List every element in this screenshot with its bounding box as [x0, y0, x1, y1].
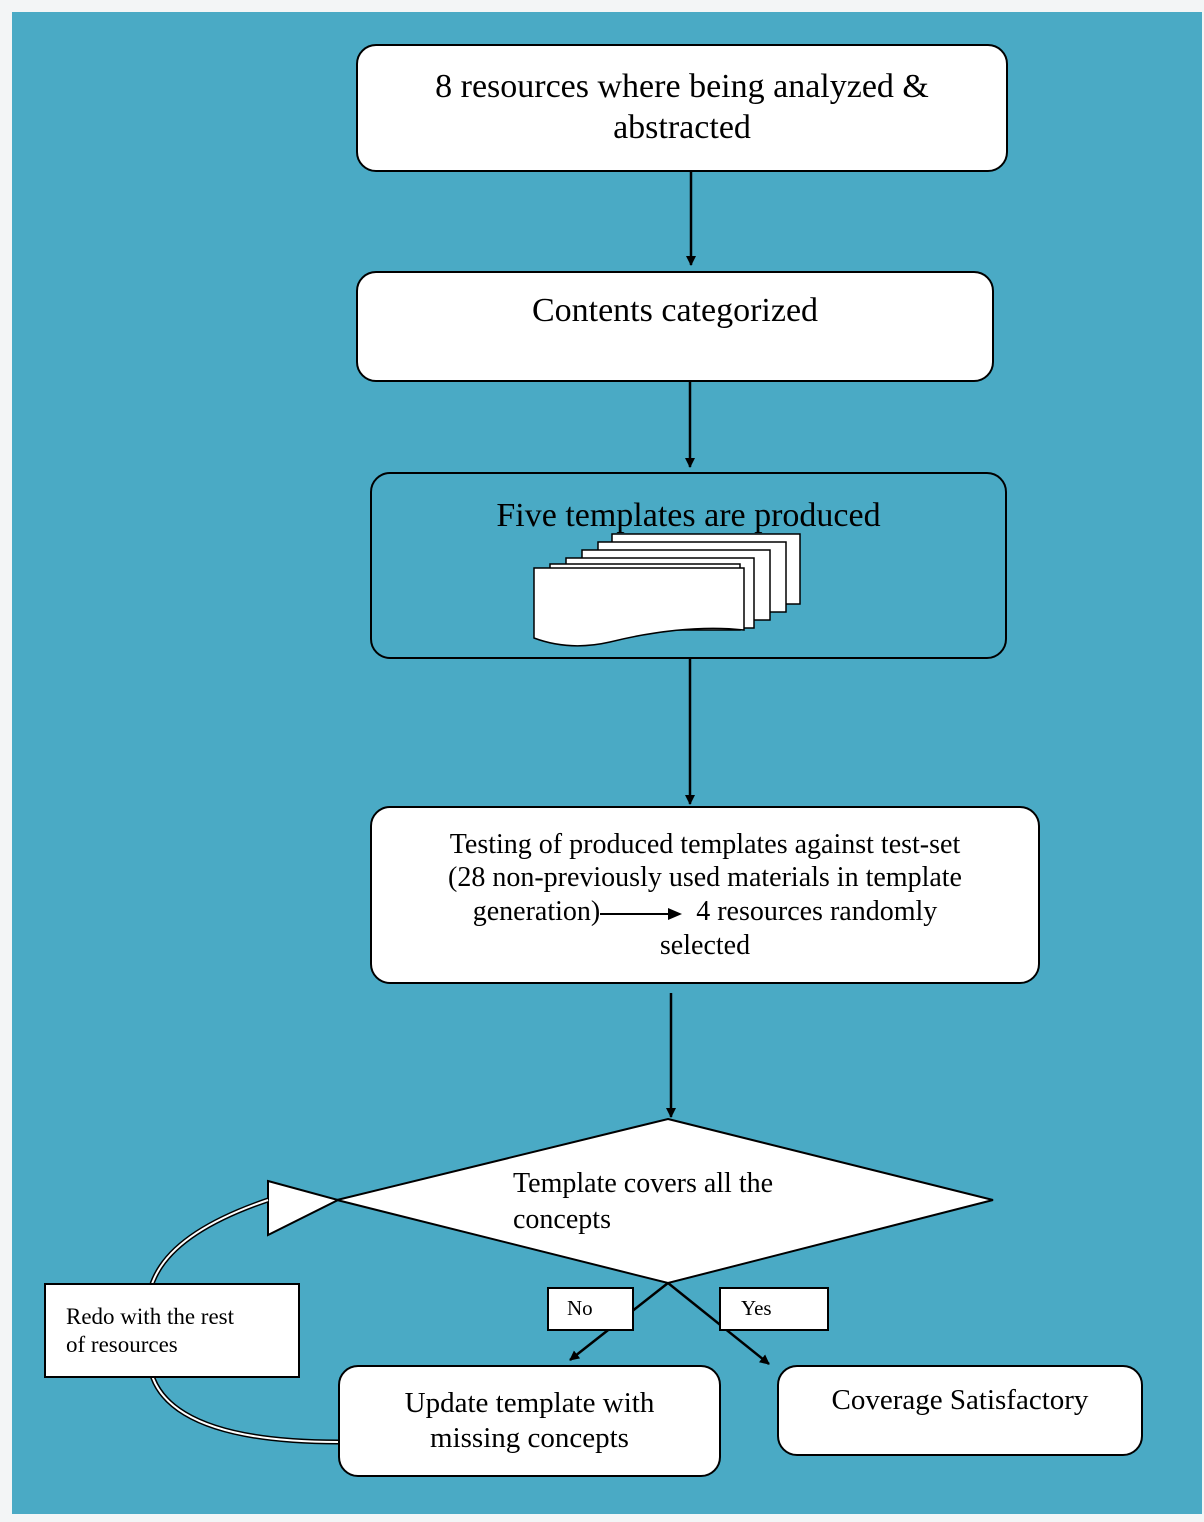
branch-yes-text: Yes	[741, 1296, 772, 1321]
step-categorize-box: Contents categorized	[356, 271, 994, 382]
loop-note-line1: Redo with the rest	[66, 1303, 234, 1329]
step-testing-box: Testing of produced templates against te…	[370, 806, 1040, 984]
arrow-decision-yes	[667, 1282, 770, 1365]
loop-back-pointer-icon	[267, 1179, 341, 1237]
step-testing-line2: (28 non-previously used materials in tem…	[448, 862, 962, 894]
decision-line1: Template covers all the	[513, 1168, 774, 1199]
outcome-satisfactory-box: Coverage Satisfactory	[777, 1365, 1143, 1456]
step-testing-line3-a: generation)	[472, 896, 601, 927]
outcome-update-box: Update template with missing concepts	[338, 1365, 721, 1477]
step-analyze-line1: 8 resources where being analyzed &	[435, 68, 929, 106]
step-testing-line1: Testing of produced templates against te…	[449, 828, 961, 860]
stacked-documents-icon	[533, 533, 801, 647]
step-testing-line4: selected	[659, 929, 751, 961]
branch-no-label: No	[547, 1287, 634, 1331]
step-testing-line3: generation) 4 resources randomly	[473, 895, 938, 929]
step-testing-line3-b: 4 resources randomly	[696, 896, 938, 927]
step-templates-box: Five templates are produced	[370, 472, 1007, 659]
outcome-update-line1: Update template with	[404, 1387, 655, 1420]
loop-note-line2: of resources	[66, 1331, 178, 1357]
loop-note-box: Redo with the rest of resources	[44, 1283, 300, 1378]
step-analyze-line2: abstracted	[613, 109, 751, 146]
outcome-update-line2: missing concepts	[430, 1422, 629, 1454]
decision-label: Template covers all the concepts	[513, 1166, 773, 1239]
step-categorize-label: Contents categorized	[531, 292, 819, 329]
inline-arrow-icon	[600, 907, 683, 920]
outcome-satisfactory-label: Coverage Satisfactory	[831, 1384, 1089, 1416]
step-templates-label: Five templates are produced	[496, 497, 881, 534]
decision-line2: concepts	[513, 1204, 611, 1236]
branch-yes-label: Yes	[719, 1287, 829, 1331]
branch-no-text: No	[567, 1296, 593, 1321]
step-analyze-box: 8 resources where being analyzed & abstr…	[356, 44, 1008, 172]
